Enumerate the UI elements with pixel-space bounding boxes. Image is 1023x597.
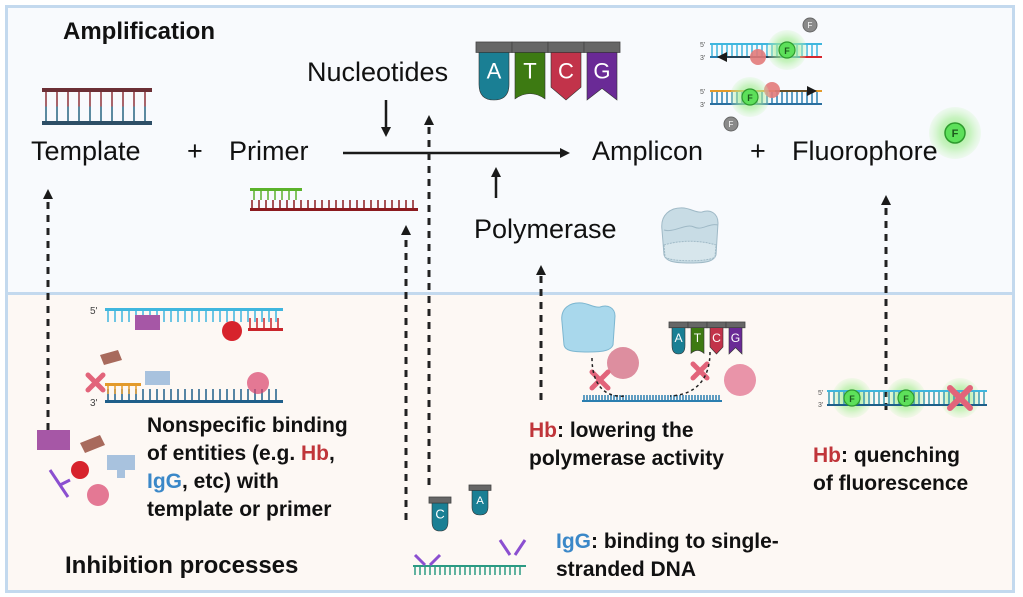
nucleotide-G-icon (728, 327, 743, 355)
igg-term: IgG (556, 530, 591, 553)
svg-text:T: T (523, 59, 536, 84)
fluorophore-icon: F (929, 107, 981, 159)
svg-text:A: A (487, 59, 502, 84)
igg-binding-illustration: CA (413, 484, 527, 575)
nonspecific-binding-description: Nonspecific binding of entities (e.g. Hb… (147, 414, 348, 521)
primer-dna-icon (250, 188, 418, 211)
svg-text:3': 3' (90, 398, 98, 409)
polymerase-icon (661, 207, 719, 264)
quenching-description: Hb: quenching of fluorescence (813, 444, 969, 495)
nucleotide-T-icon (514, 52, 546, 100)
nucleotide-A-icon (671, 327, 686, 355)
svg-text:A: A (674, 331, 683, 345)
svg-text:5': 5' (818, 390, 823, 397)
template-dna-icon (42, 88, 152, 125)
svg-text:5': 5' (700, 42, 705, 49)
svg-text:F: F (952, 128, 959, 140)
hb-term: Hb (529, 419, 557, 442)
interfering-entities (37, 430, 135, 506)
nonspecific-binding-illustration: 5' 3' (85, 306, 283, 409)
inhibition-heading: Inhibition processes (65, 552, 299, 579)
nucleotide-A-icon (471, 490, 489, 516)
svg-text:C: C (712, 331, 721, 345)
quenching-illustration: 5' 3' F F (818, 378, 987, 418)
amplification-panel (5, 5, 1015, 295)
svg-text:F: F (729, 120, 734, 129)
nucleotide-C-icon (709, 327, 724, 355)
polymerase-label: Polymerase (474, 214, 617, 244)
svg-text:F: F (808, 21, 813, 30)
svg-text:T: T (694, 331, 702, 345)
igg-binding-description: IgG: binding to single- stranded DNA (556, 530, 779, 581)
svg-text:G: G (731, 331, 740, 345)
svg-text:F: F (747, 93, 753, 103)
plus-sign-1: + (187, 136, 203, 166)
svg-text:A: A (476, 495, 484, 507)
svg-text:G: G (593, 59, 610, 84)
nucleotide-C-icon (550, 52, 582, 101)
igg-term: IgG (147, 470, 182, 493)
hb-term: Hb (813, 444, 841, 467)
nucleotides-label: Nucleotides (307, 57, 449, 87)
nucleotide-T-icon (690, 327, 705, 355)
nucleotide-C-icon (431, 502, 449, 532)
svg-text:C: C (558, 59, 574, 84)
svg-text:F: F (784, 46, 790, 56)
svg-text:5': 5' (700, 89, 705, 96)
svg-text:3': 3' (700, 102, 705, 109)
svg-text:F: F (903, 394, 909, 404)
amplicon-label: Amplicon (592, 136, 704, 166)
inhibition-panel (5, 292, 1015, 593)
polymerase-inhibition-description: Hb: lowering the polymerase activity (529, 419, 724, 470)
svg-text:C: C (435, 506, 444, 521)
template-label: Template (31, 136, 141, 166)
plus-sign-2: + (750, 136, 766, 166)
svg-text:F: F (849, 394, 855, 404)
amplification-heading: Amplification (63, 18, 216, 45)
hb-term: Hb (301, 442, 330, 465)
fluorophore-label: Fluorophore (792, 136, 938, 166)
svg-text:3': 3' (700, 55, 705, 62)
primer-label: Primer (229, 136, 309, 166)
nucleotide-G-icon (586, 52, 618, 101)
amplicon-process-icon: F F F F 5' 3' 5' 3' (700, 17, 822, 132)
svg-text:5': 5' (90, 306, 98, 317)
svg-text:3': 3' (818, 402, 823, 409)
nucleotide-A-icon (478, 52, 510, 101)
